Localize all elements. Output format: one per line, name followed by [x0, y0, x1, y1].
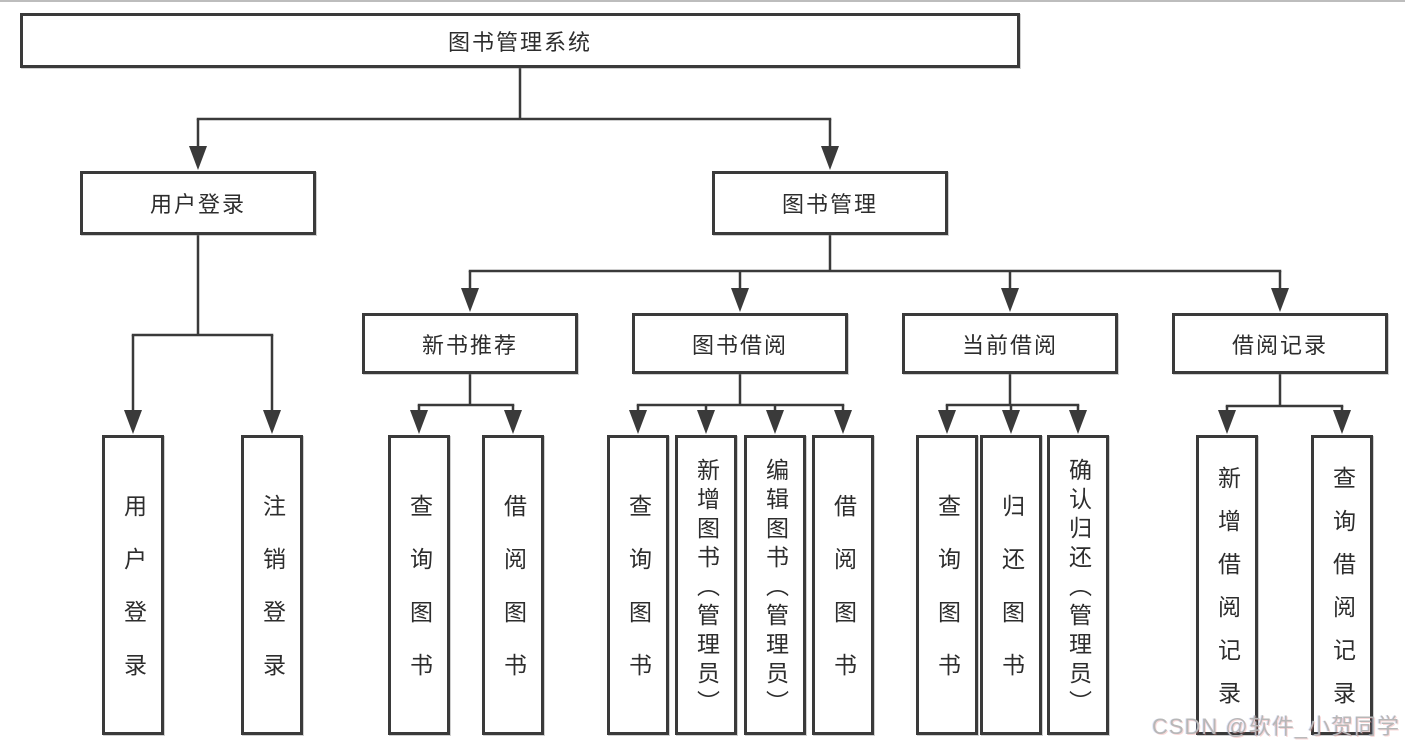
node-add-books-admin: 新增图书（管理员）: [675, 435, 737, 735]
node-current-borrow-menu: 当前借阅: [902, 313, 1118, 374]
node-label-query-borrow-record: 查询借阅记录: [1329, 466, 1356, 724]
node-label-current-borrow-menu: 当前借阅: [961, 332, 1058, 358]
node-book-mgmt-menu: 图书管理: [712, 171, 948, 235]
node-label-borrow-books-borrow: 借阅图书: [830, 494, 857, 706]
arrow-down-icon: [263, 410, 281, 434]
node-label-root: 图书管理系统: [447, 29, 592, 55]
connector-current-borrow-menu: [938, 374, 1087, 434]
node-query-books-current: 查询图书: [916, 435, 978, 735]
node-logout-login: 注销登录: [241, 435, 303, 735]
node-query-borrow-record: 查询借阅记录: [1311, 435, 1373, 735]
node-label-add-books-admin: 新增图书（管理员）: [693, 457, 720, 719]
connector-book-mgmt-menu: [461, 235, 1289, 312]
node-user-login: 用户登录: [102, 435, 164, 735]
connector-borrow-records-menu: [1218, 374, 1351, 434]
node-query-books-borrow: 查询图书: [607, 435, 669, 735]
node-root: 图书管理系统: [20, 13, 1020, 68]
node-borrow-books-borrow: 借阅图书: [812, 435, 874, 735]
node-query-books-new: 查询图书: [388, 435, 450, 735]
node-book-borrow-menu: 图书借阅: [632, 313, 848, 374]
node-label-borrow-records-menu: 借阅记录: [1231, 332, 1328, 358]
node-return-books: 归还图书: [980, 435, 1042, 735]
node-label-confirm-return-admin: 确认归还（管理员）: [1065, 457, 1092, 719]
arrow-down-icon: [1271, 288, 1289, 312]
arrow-down-icon: [1333, 410, 1351, 434]
connector-login-menu: [124, 235, 281, 434]
node-label-query-books-current: 查询图书: [934, 494, 961, 706]
node-label-new-books-menu: 新书推荐: [421, 332, 518, 358]
node-borrow-books-new: 借阅图书: [482, 435, 544, 735]
csdn-watermark: CSDN @软件_小贺同学: [1151, 714, 1400, 739]
connector-book-borrow-menu: [629, 374, 852, 434]
connector-new-books-menu: [410, 374, 522, 434]
arrow-down-icon: [697, 410, 715, 434]
node-label-user-login: 用户登录: [120, 494, 147, 706]
arrow-down-icon: [1218, 410, 1236, 434]
node-confirm-return-admin: 确认归还（管理员）: [1047, 435, 1109, 735]
node-add-borrow-record: 新增借阅记录: [1196, 435, 1258, 735]
arrow-down-icon: [504, 410, 522, 434]
node-label-borrow-books-new: 借阅图书: [500, 494, 527, 706]
node-label-edit-books-admin: 编辑图书（管理员）: [762, 457, 789, 719]
arrow-down-icon: [189, 146, 207, 170]
arrow-down-icon: [834, 410, 852, 434]
arrow-down-icon: [461, 288, 479, 312]
arrow-down-icon: [124, 410, 142, 434]
node-borrow-records-menu: 借阅记录: [1172, 313, 1388, 374]
node-label-logout-login: 注销登录: [259, 494, 286, 706]
page-top-divider: [0, 0, 1405, 2]
arrow-down-icon: [731, 288, 749, 312]
node-label-query-books-borrow: 查询图书: [625, 494, 652, 706]
arrow-down-icon: [938, 410, 956, 434]
node-label-book-borrow-menu: 图书借阅: [691, 332, 788, 358]
arrow-down-icon: [1069, 410, 1087, 434]
node-label-book-mgmt-menu: 图书管理: [781, 192, 878, 217]
arrow-down-icon: [629, 410, 647, 434]
node-label-query-books-new: 查询图书: [406, 494, 433, 706]
node-label-login-menu: 用户登录: [149, 192, 246, 217]
node-label-add-borrow-record: 新增借阅记录: [1214, 466, 1241, 724]
arrow-down-icon: [1002, 410, 1020, 434]
node-login-menu: 用户登录: [80, 171, 316, 235]
arrow-down-icon: [410, 410, 428, 434]
node-new-books-menu: 新书推荐: [362, 313, 578, 374]
arrow-down-icon: [1001, 288, 1019, 312]
arrow-down-icon: [821, 146, 839, 170]
node-label-return-books: 归还图书: [998, 494, 1025, 706]
arrow-down-icon: [766, 410, 784, 434]
node-edit-books-admin: 编辑图书（管理员）: [744, 435, 806, 735]
connector-root: [189, 68, 839, 170]
